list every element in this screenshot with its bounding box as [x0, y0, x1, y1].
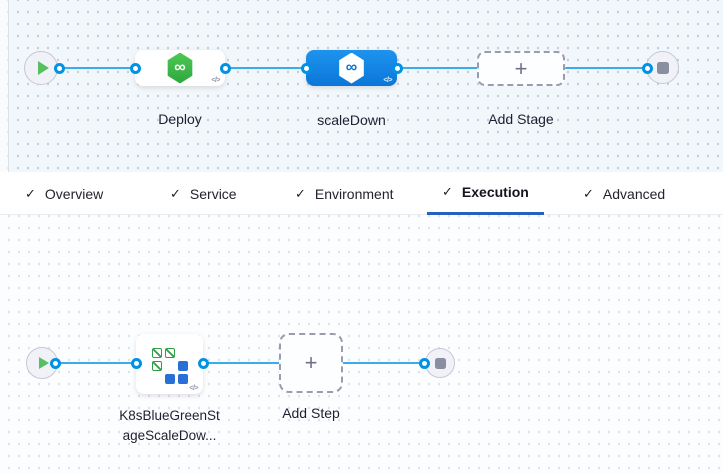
plus-icon: + [514, 55, 528, 81]
steps-end-node [425, 348, 455, 378]
stage-label-scaledown: scaleDown [317, 112, 386, 128]
edge-deploy-to-scaledown [224, 66, 307, 70]
stage-card-deploy[interactable]: ∞ </> [135, 50, 225, 86]
port-end-in[interactable] [641, 62, 653, 74]
check-icon: ✓ [25, 185, 36, 201]
step-card-k8sbluegreen[interactable]: </> [136, 334, 203, 394]
tab-label: Overview [44, 185, 104, 202]
plus-icon: + [304, 350, 318, 375]
edge-start-to-step [58, 361, 138, 365]
code-icon: </> [383, 77, 392, 84]
stage-graph-canvas[interactable]: ∞ </> Deploy ∞ </> scaleDown + Add Stage [0, 0, 723, 173]
execution-step-canvas[interactable]: </> K8sBlueGreenSt ageScaleDow... + Add … [0, 215, 723, 474]
k8s-blue-green-icon [151, 346, 188, 384]
edge-start-to-deploy [57, 66, 137, 70]
port-deploy-in[interactable] [129, 62, 141, 74]
tab-service[interactable]: ✓ Service [155, 172, 252, 215]
edge-step-to-addstep [202, 361, 281, 365]
stop-icon [656, 61, 669, 74]
tab-environment[interactable]: ✓ Environment [280, 172, 409, 215]
check-icon: ✓ [583, 185, 594, 201]
edge-addstage-to-end [565, 66, 647, 70]
code-icon: </> [189, 385, 198, 392]
play-icon [37, 61, 49, 75]
port-start-out[interactable] [53, 62, 65, 74]
stop-icon [434, 357, 446, 369]
port-deploy-out[interactable] [219, 62, 231, 74]
port-scaledown-in[interactable] [300, 62, 312, 74]
canvas-left-strip [0, 0, 9, 172]
edge-scaledown-to-addstage [396, 66, 478, 70]
step-label: K8sBlueGreenSt ageScaleDow... [119, 408, 220, 443]
tab-execution[interactable]: ✓ Execution [427, 172, 544, 215]
tab-label: Environment [314, 185, 394, 202]
add-step-label: Add Step [282, 405, 340, 421]
pipeline-start-node [24, 51, 58, 85]
edge-addstep-to-end [342, 361, 426, 365]
add-stage-button[interactable]: + [477, 51, 565, 86]
add-stage-label: Add Stage [488, 111, 554, 127]
port-step-out[interactable] [197, 357, 209, 369]
harness-cd-icon: ∞ [167, 52, 193, 84]
port-scaledown-out[interactable] [391, 62, 403, 74]
play-icon [38, 357, 49, 369]
port-end-in[interactable] [418, 357, 430, 369]
tab-overview[interactable]: ✓ Overview [10, 172, 118, 215]
check-icon: ✓ [295, 185, 306, 201]
stage-card-scaledown[interactable]: ∞ </> [306, 50, 397, 86]
tab-label: Advanced [602, 185, 666, 202]
code-icon: </> [211, 77, 220, 84]
port-step-in[interactable] [130, 357, 142, 369]
tab-advanced[interactable]: ✓ Advanced [568, 172, 680, 215]
stage-label-deploy: Deploy [158, 111, 202, 127]
harness-cd-icon: ∞ [339, 52, 364, 84]
stage-config-tabbar: ✓ Overview ✓ Service ✓ Environment ✓ Exe… [0, 172, 723, 215]
tab-label: Service [189, 185, 237, 202]
check-icon: ✓ [442, 184, 453, 199]
add-step-button[interactable]: + [279, 333, 343, 393]
check-icon: ✓ [170, 185, 181, 201]
port-start-out[interactable] [49, 357, 61, 369]
tab-label: Execution [461, 184, 529, 200]
